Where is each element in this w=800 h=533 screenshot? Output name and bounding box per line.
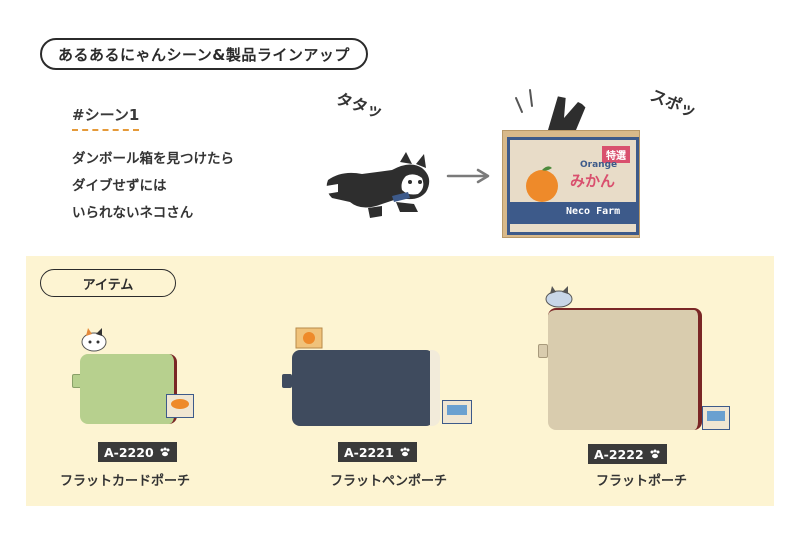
cat-charm-icon xyxy=(545,286,573,308)
items-label: アイテム xyxy=(82,277,134,293)
pouch-tag xyxy=(166,394,194,418)
product-flat-pouch[interactable]: A-2222 フラットポーチ xyxy=(536,282,746,497)
items-panel: アイテム A-2220 フラットカードポーチ xyxy=(26,256,774,506)
product-name: フラットポーチ xyxy=(596,474,688,489)
scene-title: #シーン1 xyxy=(72,104,140,131)
jumping-cat-illustration xyxy=(326,152,430,218)
cat-charm-icon xyxy=(81,328,107,352)
orange-fruit-icon xyxy=(526,166,558,202)
product-code-badge: A-2220 xyxy=(98,442,177,462)
scene-line: ダイブせずには xyxy=(72,178,167,194)
box-brand-jp: みかん xyxy=(570,172,616,190)
box-badge: 特選 xyxy=(602,146,630,163)
orange-box-illustration: 特選 Orange みかん Neco Farm xyxy=(502,88,640,238)
sfx-tatatt: タタッ xyxy=(333,88,386,122)
orange-box-charm-icon xyxy=(295,327,323,349)
product-code: A-2222 xyxy=(594,446,644,462)
pouch-body xyxy=(292,350,434,426)
pouch-body xyxy=(548,308,702,430)
pouch-body xyxy=(80,354,177,424)
pouch-tag xyxy=(702,406,730,430)
paw-icon xyxy=(650,449,660,459)
product-code-badge: A-2222 xyxy=(588,444,667,464)
sfx-supo: スポッ xyxy=(647,85,700,122)
items-label-pill: アイテム xyxy=(40,269,176,297)
product-card-pouch[interactable]: A-2220 フラットカードポーチ xyxy=(60,326,230,496)
box-farm-name: Neco Farm xyxy=(566,206,621,217)
section-title: あるあるにゃんシーン&製品ラインアップ xyxy=(58,45,350,64)
scene-description: ダンボール箱を見つけたら ダイブせずには いられないネコさん xyxy=(72,146,234,227)
pouch-tag xyxy=(442,400,472,424)
paw-icon xyxy=(400,447,410,457)
product-code-badge: A-2221 xyxy=(338,442,417,462)
product-pen-pouch[interactable]: A-2221 フラットペンポーチ xyxy=(282,322,482,497)
paw-icon xyxy=(160,447,170,457)
box-brand-en: Orange xyxy=(580,160,618,170)
box-label: 特選 Orange みかん Neco Farm xyxy=(507,137,639,235)
scene-line: ダンボール箱を見つけたら xyxy=(72,151,234,167)
cardboard-box: 特選 Orange みかん Neco Farm xyxy=(502,130,640,238)
product-code: A-2221 xyxy=(344,444,394,460)
cat-legs-icon xyxy=(515,89,588,130)
arrow-right-icon xyxy=(446,168,490,184)
section-title-pill: あるあるにゃんシーン&製品ラインアップ xyxy=(40,38,368,70)
scene-line: いられないネコさん xyxy=(72,205,194,221)
product-name: フラットカードポーチ xyxy=(60,474,191,489)
product-code: A-2220 xyxy=(104,444,154,460)
product-name: フラットペンポーチ xyxy=(330,474,448,489)
